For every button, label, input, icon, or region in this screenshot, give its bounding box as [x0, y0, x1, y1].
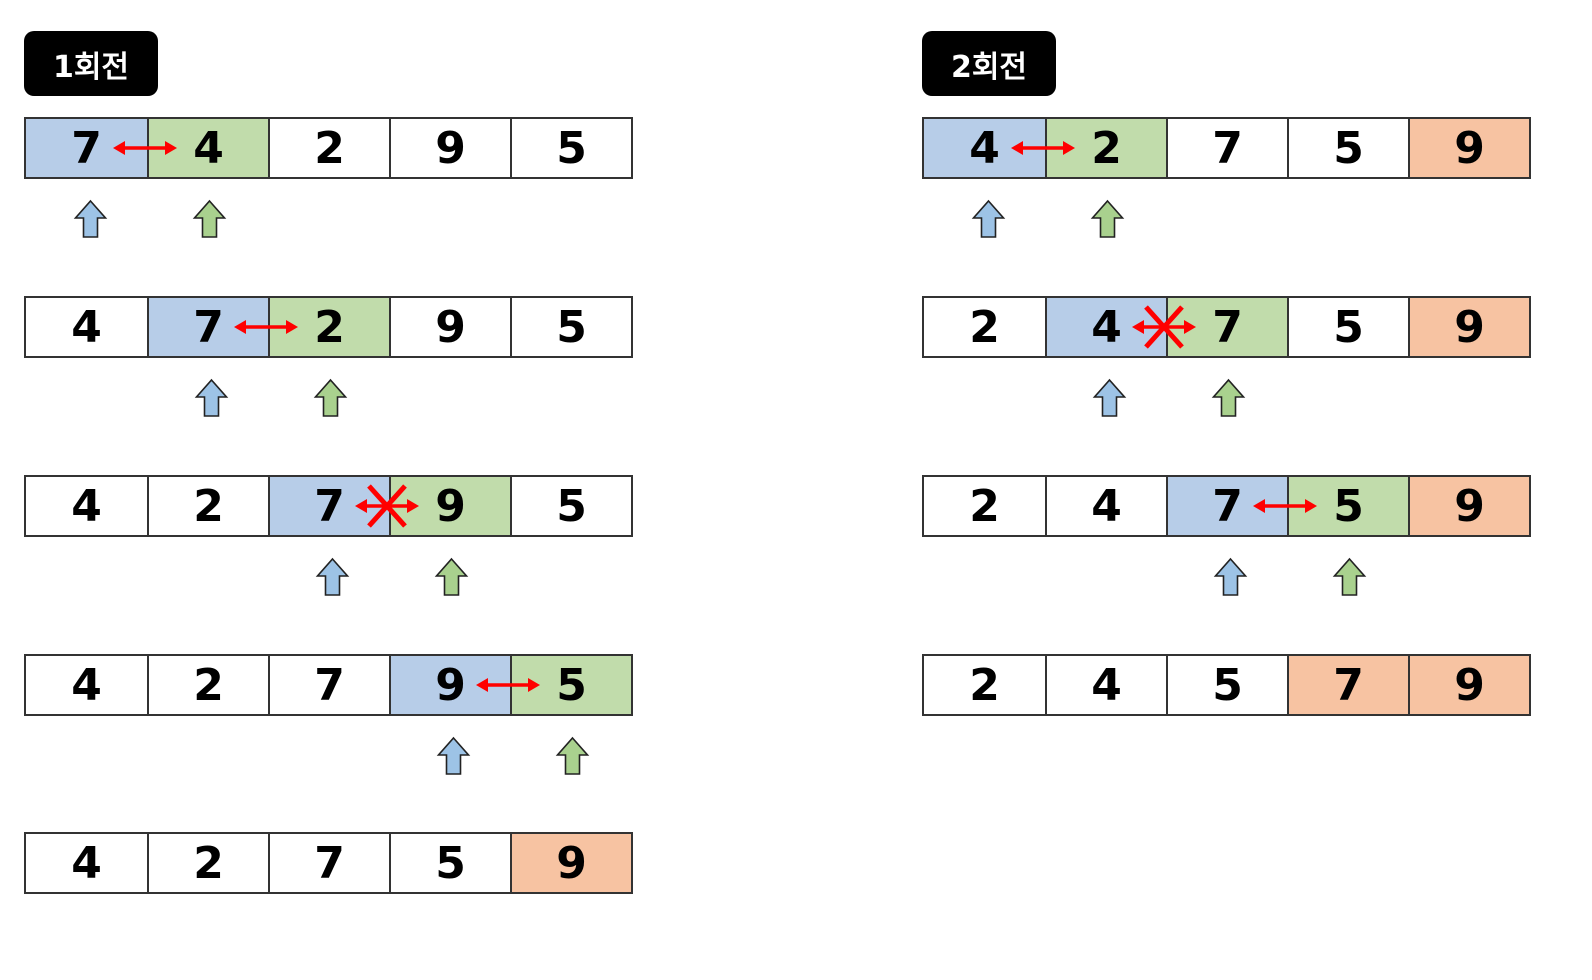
- up-arrow-icon: [1092, 378, 1127, 417]
- up-arrow-icon: [1211, 378, 1246, 417]
- array-cell: 9: [1408, 119, 1529, 177]
- array-cell: 4: [1045, 656, 1166, 714]
- up-arrow-icon: [192, 199, 227, 238]
- array-cell: 5: [1166, 656, 1287, 714]
- array-cell: 4: [147, 119, 268, 177]
- array-cell: 2: [924, 477, 1045, 535]
- pass-2-row-2: 2 4 7 5 9: [922, 296, 1531, 358]
- array-cell: 9: [1408, 656, 1529, 714]
- array-cell: 4: [26, 834, 147, 892]
- pass-1-row-2: 4 7 2 9 5: [24, 296, 633, 358]
- array-cell: 4: [26, 656, 147, 714]
- array-cell: 2: [147, 834, 268, 892]
- array-cell: 2: [268, 298, 389, 356]
- array-cell: 2: [924, 656, 1045, 714]
- up-arrow-icon: [194, 378, 229, 417]
- pass-2-label: 2회전: [922, 31, 1056, 96]
- array-cell: 5: [510, 477, 631, 535]
- pass-2-row-1: 4 2 7 5 9: [922, 117, 1531, 179]
- array-cell: 5: [1287, 477, 1408, 535]
- array-cell: 5: [1287, 298, 1408, 356]
- array-cell: 7: [1166, 298, 1287, 356]
- array-cell: 2: [147, 477, 268, 535]
- array-cell: 9: [389, 477, 510, 535]
- array-cell: 7: [1287, 656, 1408, 714]
- array-cell: 7: [268, 477, 389, 535]
- array-cell: 9: [389, 119, 510, 177]
- array-cell: 5: [510, 119, 631, 177]
- array-cell: 4: [1045, 477, 1166, 535]
- array-cell: 7: [147, 298, 268, 356]
- array-cell: 9: [510, 834, 631, 892]
- array-cell: 4: [924, 119, 1045, 177]
- array-cell: 7: [268, 834, 389, 892]
- array-cell: 4: [26, 477, 147, 535]
- array-cell: 2: [147, 656, 268, 714]
- up-arrow-icon: [73, 199, 108, 238]
- array-cell: 4: [1045, 298, 1166, 356]
- array-cell: 4: [26, 298, 147, 356]
- array-cell: 2: [924, 298, 1045, 356]
- array-cell: 9: [389, 656, 510, 714]
- array-cell: 7: [1166, 477, 1287, 535]
- array-cell: 5: [510, 298, 631, 356]
- pass-1-row-5: 4 2 7 5 9: [24, 832, 633, 894]
- array-cell: 9: [1408, 298, 1529, 356]
- up-arrow-icon: [313, 378, 348, 417]
- array-cell: 7: [268, 656, 389, 714]
- up-arrow-icon: [1090, 199, 1125, 238]
- pass-1-row-1: 7 4 2 9 5: [24, 117, 633, 179]
- array-cell: 7: [1166, 119, 1287, 177]
- up-arrow-icon: [971, 199, 1006, 238]
- pass-1-row-4: 4 2 7 9 5: [24, 654, 633, 716]
- array-cell: 7: [26, 119, 147, 177]
- array-cell: 2: [1045, 119, 1166, 177]
- array-cell: 5: [1287, 119, 1408, 177]
- up-arrow-icon: [434, 557, 469, 596]
- array-cell: 9: [389, 298, 510, 356]
- pass-2-row-3: 2 4 7 5 9: [922, 475, 1531, 537]
- up-arrow-icon: [1332, 557, 1367, 596]
- up-arrow-icon: [436, 736, 471, 775]
- pass-1-label: 1회전: [24, 31, 158, 96]
- array-cell: 5: [389, 834, 510, 892]
- array-cell: 2: [268, 119, 389, 177]
- pass-1-row-3: 4 2 7 9 5: [24, 475, 633, 537]
- array-cell: 5: [510, 656, 631, 714]
- up-arrow-icon: [555, 736, 590, 775]
- pass-2-row-4: 2 4 5 7 9: [922, 654, 1531, 716]
- up-arrow-icon: [1213, 557, 1248, 596]
- array-cell: 9: [1408, 477, 1529, 535]
- up-arrow-icon: [315, 557, 350, 596]
